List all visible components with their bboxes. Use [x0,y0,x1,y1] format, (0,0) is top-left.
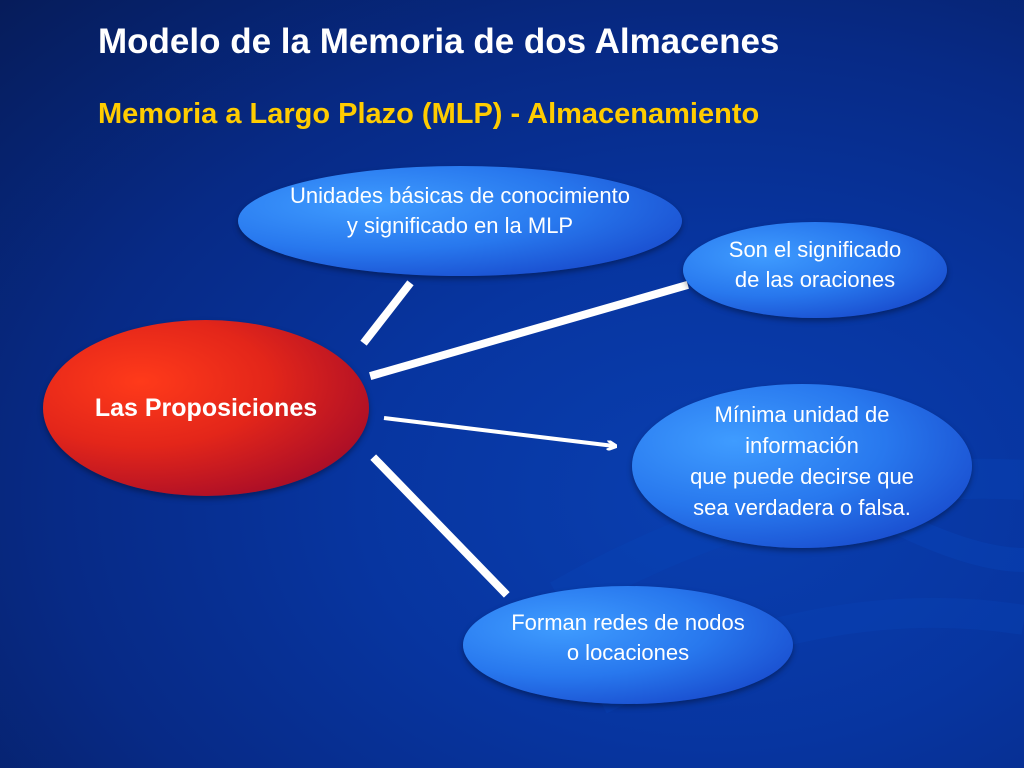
node-basic-units: Unidades básicas de conocimiento y signi… [238,166,682,276]
node-basic-units-label: Unidades básicas de conocimiento y signi… [290,183,630,238]
node-sentence-meaning-label: Son el significado de las oraciones [728,237,902,292]
node-networks: Forman redes de nodos o locaciones [463,586,793,704]
center-node-propositions: Las Proposiciones [43,320,369,496]
connector-to-networks [370,454,510,598]
node-networks-label: Forman redes de nodos o locaciones [511,610,745,665]
slide-title: Modelo de la Memoria de dos Almacenes [98,22,780,61]
node-sentence-meaning: Son el significado de las oraciones [683,222,947,318]
center-node-label: Las Proposiciones [94,393,318,422]
slide-subtitle: Memoria a Largo Plazo (MLP) - Almacenami… [98,98,760,130]
connector-to-units [360,280,414,346]
connector-to-minimal [383,416,614,446]
connector-to-meaning [369,281,689,380]
node-minimal-unit: Mínima unidad de información que puede d… [632,384,972,548]
node-minimal-unit-label: Mínima unidad de información que puede d… [690,402,914,520]
